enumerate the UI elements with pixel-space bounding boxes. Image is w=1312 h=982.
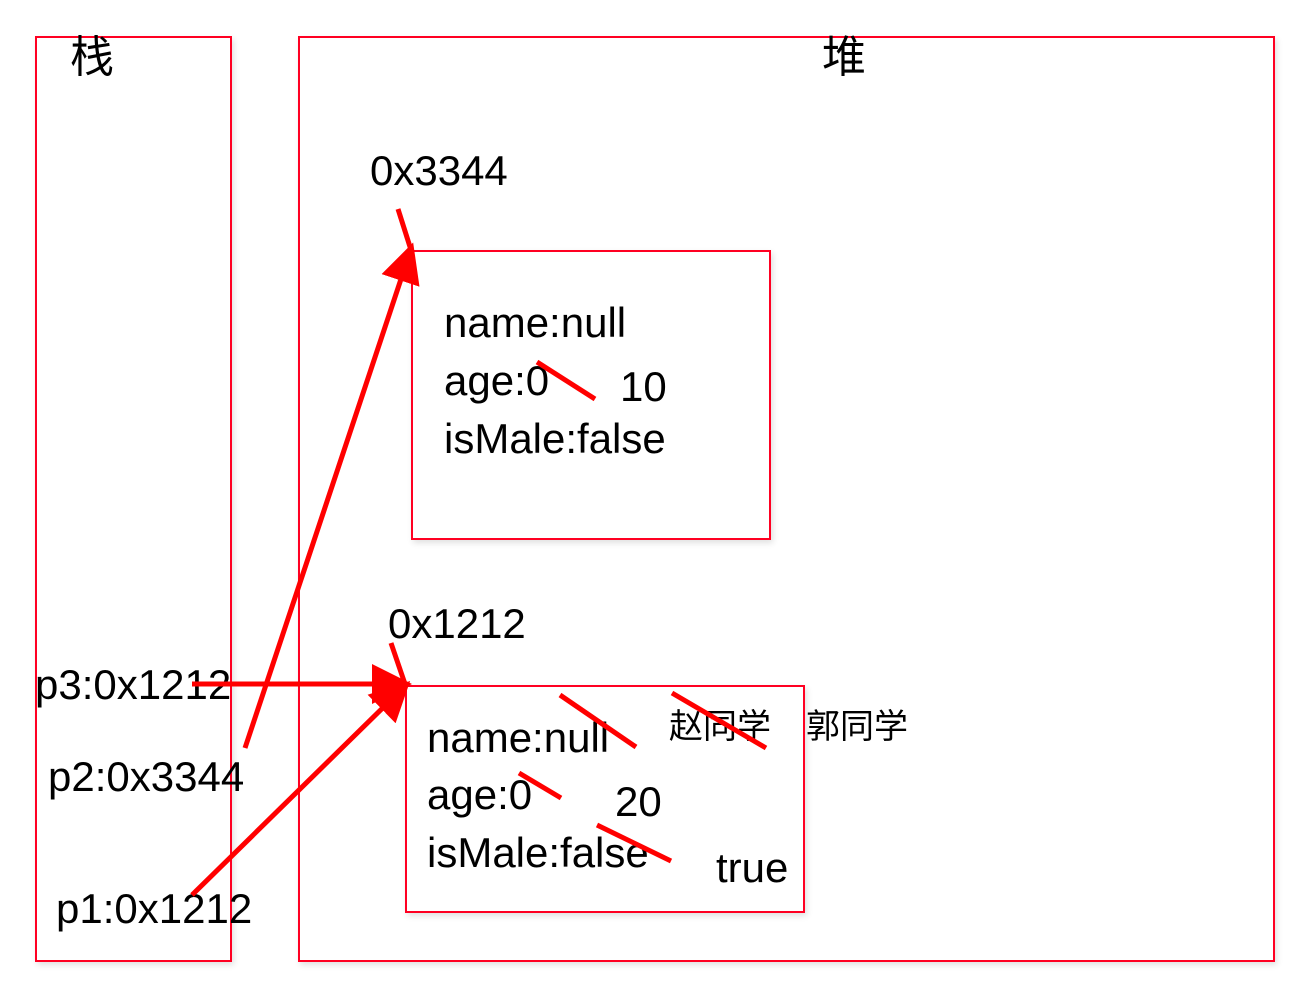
- object-address-0x1212: 0x1212: [388, 600, 526, 647]
- age-new-value: 10: [620, 363, 667, 410]
- field-age: age:0: [427, 771, 533, 818]
- field-name: name:null: [427, 714, 610, 761]
- stack-var-p1: p1:0x1212: [56, 885, 253, 932]
- age-new-value: 20: [615, 778, 662, 825]
- stack-title: 栈: [70, 32, 114, 83]
- ismale-new-value: true: [716, 844, 789, 891]
- name-new-value-2: 郭同学: [806, 707, 908, 747]
- name-new-value-1: 赵同学: [669, 707, 771, 747]
- field-age: age:0: [444, 357, 550, 404]
- stack-var-p3: p3:0x1212: [35, 661, 232, 708]
- field-ismale: isMale:false: [427, 829, 649, 876]
- stack-var-p2: p2:0x3344: [48, 753, 245, 800]
- stack-region: [35, 36, 232, 962]
- field-ismale: isMale:false: [444, 415, 666, 462]
- object-address-0x3344: 0x3344: [370, 147, 508, 194]
- field-name: name:null: [444, 299, 627, 346]
- heap-title: 堆: [822, 32, 866, 83]
